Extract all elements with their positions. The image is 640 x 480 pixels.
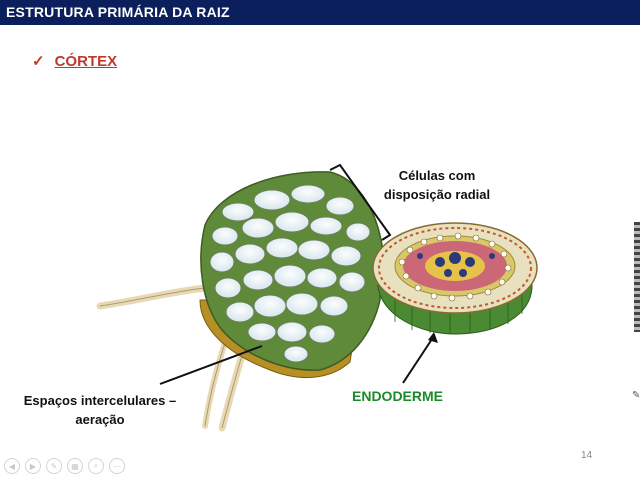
label-intercellular-spaces: Espaços intercelulares – aeração (20, 391, 180, 429)
pen-icon[interactable]: ✎ (46, 458, 62, 474)
page-number: 14 (581, 450, 592, 461)
presentation-controls: ◀ ▶ ✎ ▦ ⌕ ⋯ (4, 458, 125, 474)
more-icon[interactable]: ⋯ (109, 458, 125, 474)
edge-strip (634, 222, 640, 332)
edge-mark-icon: ✎ (632, 390, 640, 401)
zoom-icon[interactable]: ⌕ (88, 458, 104, 474)
slides-icon[interactable]: ▦ (67, 458, 83, 474)
prev-icon[interactable]: ◀ (4, 458, 20, 474)
label-endoderme: ENDODERME (352, 388, 443, 404)
label-radial-cells: Células com disposição radial (374, 166, 500, 204)
next-icon[interactable]: ▶ (25, 458, 41, 474)
